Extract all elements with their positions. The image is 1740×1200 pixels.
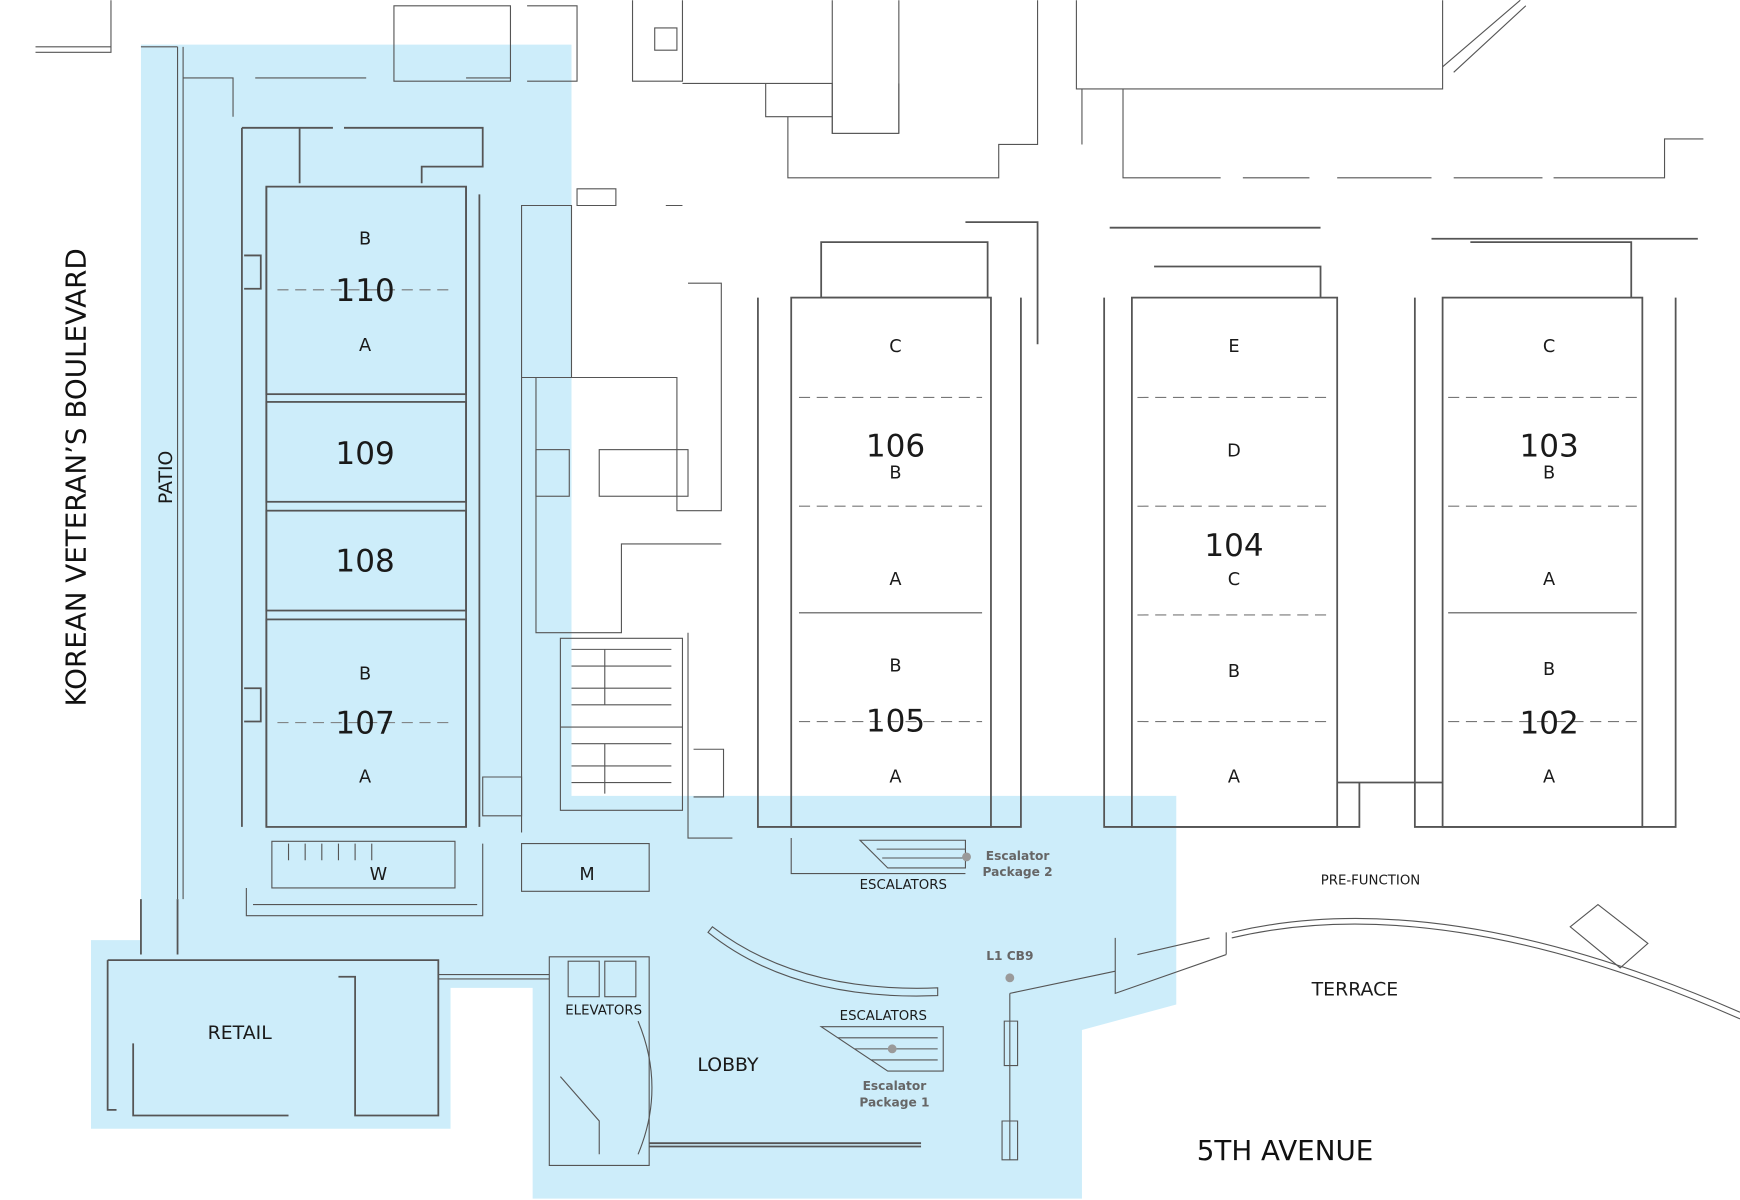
west-rooms	[241, 126, 484, 828]
terrace-label: TERRACE	[1311, 979, 1399, 1001]
street-label-south: 5TH AVENUE	[1197, 1134, 1374, 1167]
lobby-label: LOBBY	[697, 1054, 759, 1076]
room-108-number[interactable]: 108	[335, 544, 394, 580]
room-110-number: 110	[335, 273, 394, 309]
room-102-section-b: B	[1543, 660, 1555, 680]
patio-label: PATIO	[155, 451, 177, 505]
room-105-number: 105	[866, 703, 925, 739]
prefunction-label: PRE-FUNCTION	[1321, 874, 1421, 889]
room-103-number: 103	[1519, 428, 1578, 464]
room-106-section-b: B	[889, 463, 901, 483]
room-105[interactable]: B 105 A	[866, 657, 925, 788]
retail-walls	[106, 899, 440, 1117]
room-105-section-b: B	[889, 657, 901, 677]
highlighted-zone	[90, 44, 1177, 1199]
escalator-package-2-marker[interactable]	[962, 852, 971, 862]
room-104[interactable]: E D 104 C B A	[1204, 337, 1263, 788]
room-103-section-b: B	[1543, 463, 1555, 483]
north-buildings	[35, 0, 1704, 207]
room-104-section-b: B	[1228, 662, 1240, 682]
east-rooms	[757, 221, 1698, 828]
room-104-section-e: E	[1228, 337, 1239, 357]
cb9-label: L1 CB9	[986, 949, 1033, 963]
room-106-number: 106	[866, 428, 925, 464]
room-102-section-a: A	[1543, 768, 1555, 788]
escalators-lower-label: ESCALATORS	[840, 1009, 927, 1024]
restroom-m-label: M	[579, 865, 594, 885]
room-102[interactable]: B 102 A	[1519, 660, 1578, 788]
room-103-section-a: A	[1543, 570, 1555, 590]
restroom-w-label: W	[370, 865, 388, 885]
cb9-marker[interactable]	[1005, 973, 1015, 983]
room-107-number: 107	[335, 706, 394, 742]
room-107-section-a: A	[359, 768, 371, 788]
room-102-number: 102	[1519, 706, 1578, 742]
escalator-package-1-label-line2: Package 1	[859, 1096, 929, 1110]
escalator-package-1-marker[interactable]	[887, 1044, 897, 1054]
service-core	[482, 204, 733, 839]
lobby-walls	[438, 903, 1740, 1166]
room-104-number: 104	[1204, 528, 1263, 564]
room-107-section-b: B	[359, 664, 371, 684]
room-109-number[interactable]: 109	[335, 436, 394, 472]
elevators-label: ELEVATORS	[565, 1003, 642, 1018]
retail-label: RETAIL	[208, 1022, 273, 1044]
room-104-section-d: D	[1227, 441, 1241, 461]
room-110[interactable]: B 110 A	[335, 229, 394, 356]
escalators-upper-graphic	[790, 838, 966, 875]
section-dividers	[798, 396, 1637, 723]
room-103-section-c: C	[1543, 337, 1555, 357]
escalators-upper-label: ESCALATORS	[860, 878, 947, 893]
escalator-package-2-label: Escalator	[986, 849, 1050, 863]
room-106[interactable]: C 106 B A	[866, 337, 925, 590]
escalator-package-2-label-line2: Package 2	[983, 865, 1053, 879]
room-110-section-a: A	[359, 336, 371, 356]
room-103[interactable]: C 103 B A	[1519, 337, 1578, 590]
room-110-section-b: B	[359, 229, 371, 249]
room-104-section-a: A	[1228, 768, 1240, 788]
restrooms	[245, 840, 650, 917]
room-104-section-c: C	[1228, 570, 1240, 590]
escalator-package-1-label: Escalator	[863, 1079, 927, 1093]
escalators-lower-graphic	[819, 1026, 944, 1072]
room-106-section-a: A	[889, 570, 901, 590]
street-label-west: KOREAN VETERAN’S BOULEVARD	[60, 248, 93, 706]
patio-edge	[140, 46, 511, 900]
room-107[interactable]: B 107 A	[335, 664, 394, 787]
room-105-section-a: A	[889, 768, 901, 788]
room-106-section-c: C	[889, 337, 901, 357]
